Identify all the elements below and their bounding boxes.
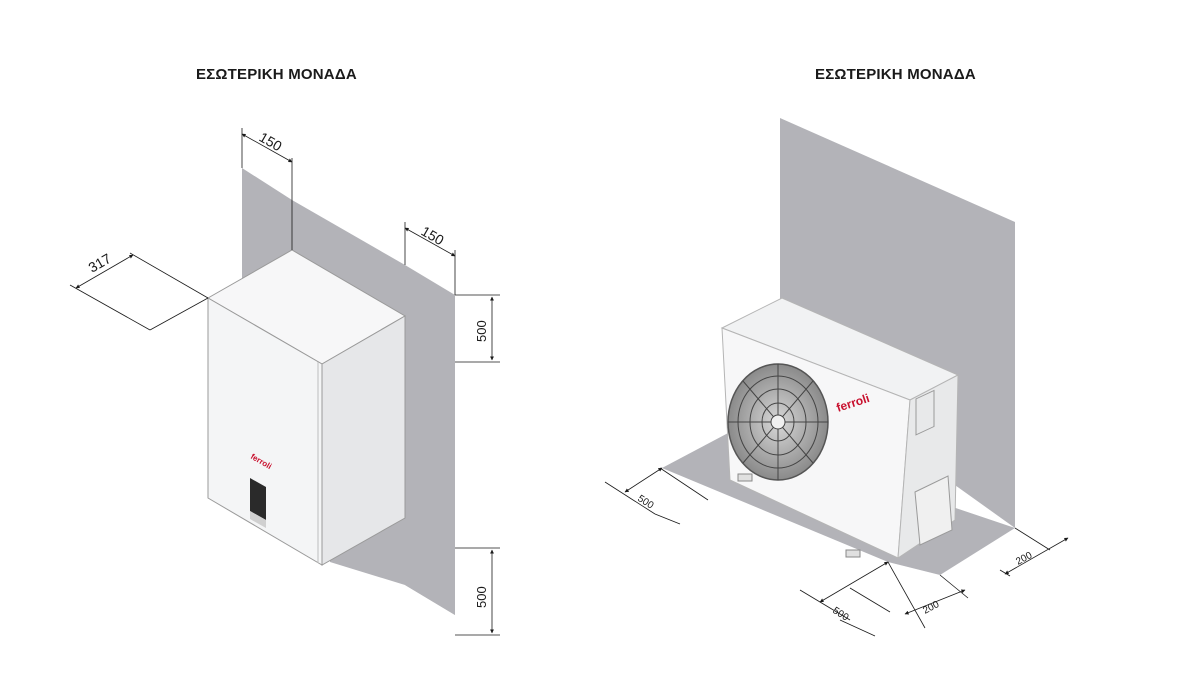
clearance-zone-wall xyxy=(292,200,405,320)
clearance-zone-bottom xyxy=(330,518,455,615)
unit-foot-left xyxy=(737,473,753,482)
control-panel xyxy=(250,478,266,520)
dim-label-200-front: 200 xyxy=(921,599,941,617)
unit-side-face xyxy=(321,315,406,566)
right-outdoor-unit-diagram: ferroli 500 500 200 200 xyxy=(604,118,1069,637)
left-indoor-unit-diagram: ferroli 317 150 150 500 500 xyxy=(69,128,500,636)
unit-foot-right xyxy=(845,549,861,558)
dim-label-200-side: 200 xyxy=(1014,550,1034,568)
dim-label-150-top: 150 xyxy=(257,129,285,155)
right-diagram-title: ΕΣΩΤΕΡΙΚΗ ΜΟΝΑΔΑ xyxy=(815,66,976,83)
control-panel-lower xyxy=(250,511,266,528)
dim-label-150-right: 150 xyxy=(419,223,447,249)
fan-hub xyxy=(770,414,786,430)
dim-label-500-top: 500 xyxy=(474,320,489,342)
dim-label-500-left: 500 xyxy=(635,493,655,512)
left-diagram-title: ΕΣΩΤΕΡΙΚΗ ΜΟΝΑΔΑ xyxy=(196,66,357,83)
dim-label-317: 317 xyxy=(86,250,114,276)
dim-label-500-bottom: 500 xyxy=(474,586,489,608)
valve-cover xyxy=(914,475,953,546)
dim-label-500-front: 500 xyxy=(830,605,850,624)
side-handle xyxy=(915,389,935,436)
clearance-zone-top xyxy=(242,168,292,282)
